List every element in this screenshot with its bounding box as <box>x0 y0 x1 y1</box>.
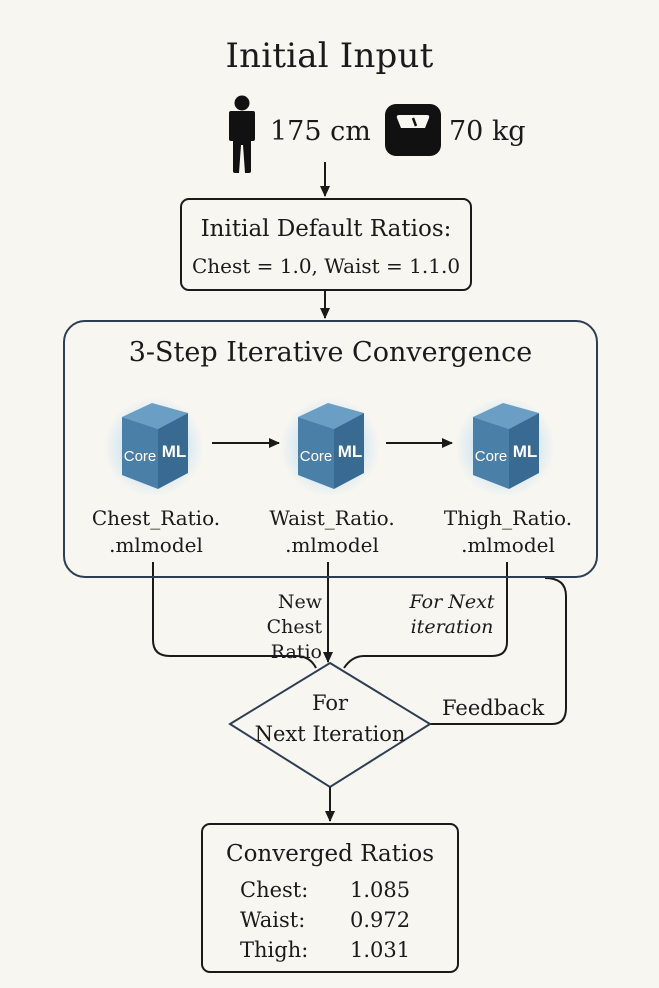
model-extension: .mlmodel <box>285 533 379 557</box>
model-extension: .mlmodel <box>109 533 203 557</box>
for-next-line1: For Next <box>409 591 495 613</box>
page-title: Initial Input <box>225 36 434 76</box>
result-value: 1.031 <box>350 938 411 962</box>
decision-label: For Next Iteration <box>230 688 430 750</box>
for-next-iteration-label: For Next iteration <box>402 590 502 640</box>
person-icon <box>229 95 255 173</box>
line-thigh-to-decision <box>343 562 508 669</box>
new-chest-line2: Chest Ratio <box>266 616 322 663</box>
cube-badge-left: Core <box>124 448 157 465</box>
height-value: 175 cm <box>270 116 371 147</box>
line-chest-to-decision <box>152 562 317 669</box>
cube-badge-right: ML <box>338 442 363 461</box>
result-row: Chest: 1.085 <box>203 875 457 905</box>
model-name: Chest_Ratio. <box>91 506 221 530</box>
result-value: 1.085 <box>350 878 411 902</box>
new-chest-line1: New <box>277 591 322 613</box>
model-extension: .mlmodel <box>461 533 555 557</box>
chest-model-label: Chest_Ratio. .mlmodel <box>76 505 236 559</box>
coreml-cube-icon: Core ML <box>280 397 380 495</box>
result-label: Waist: <box>240 908 306 932</box>
converged-ratios-title: Converged Ratios <box>225 841 435 867</box>
iterative-convergence-container <box>63 320 598 578</box>
coreml-cube-icon: Core ML <box>455 397 555 495</box>
result-label: Thigh: <box>240 938 309 962</box>
decision-line1: For <box>311 691 349 715</box>
result-row: Thigh: 1.031 <box>203 935 457 965</box>
for-next-line2: iteration <box>410 616 494 638</box>
default-ratios-box: Initial Default Ratios: Chest = 1.0, Wai… <box>180 198 472 291</box>
iterative-convergence-title: 3-Step Iterative Convergence <box>128 337 533 368</box>
default-ratios-values: Chest = 1.0, Waist = 1.1.0 <box>191 254 461 278</box>
waist-model-label: Waist_Ratio. .mlmodel <box>252 505 412 559</box>
model-name: Waist_Ratio. <box>269 506 395 530</box>
cube-badge-left: Core <box>300 448 333 465</box>
feedback-label: Feedback <box>442 696 545 720</box>
result-value: 0.972 <box>350 908 411 932</box>
thigh-model-label: Thigh_Ratio. .mlmodel <box>428 505 588 559</box>
result-label: Chest: <box>240 878 309 902</box>
model-name: Thigh_Ratio. <box>443 506 573 530</box>
coreml-cube-icon: Core ML <box>104 397 204 495</box>
new-chest-ratio-label: New Chest Ratio <box>212 590 322 665</box>
cube-badge-left: Core <box>475 448 508 465</box>
weight-value: 70 kg <box>449 116 526 147</box>
line-feedback <box>430 577 567 725</box>
converged-ratios-box: Converged Ratios Chest: 1.085 Waist: 0.9… <box>201 823 459 973</box>
result-row: Waist: 0.972 <box>203 905 457 935</box>
decision-line2: Next Iteration <box>254 722 406 746</box>
scale-icon <box>385 104 441 156</box>
default-ratios-title: Initial Default Ratios: <box>200 216 452 242</box>
cube-badge-right: ML <box>513 442 538 461</box>
cube-badge-right: ML <box>162 442 187 461</box>
